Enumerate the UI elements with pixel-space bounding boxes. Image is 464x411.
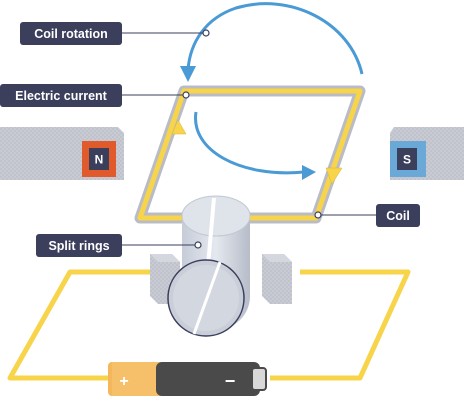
- coil-label: Coil: [386, 209, 410, 223]
- north-magnet: N: [0, 127, 124, 180]
- north-pole-label: N: [95, 153, 104, 167]
- south-pole-label: S: [403, 153, 411, 167]
- circuit-wire: [7, 269, 411, 381]
- label-electric-current: Electric current: [0, 84, 190, 107]
- battery: + −: [108, 362, 267, 396]
- split-rings-label: Split rings: [48, 239, 109, 253]
- coil-rotation-label: Coil rotation: [34, 27, 108, 41]
- rotation-arrowhead-inner-icon: [302, 165, 316, 180]
- label-split-rings: Split rings: [36, 234, 202, 257]
- battery-negative-label: −: [225, 371, 236, 391]
- rotation-arrowhead-icon: [180, 66, 196, 82]
- rotation-arrow-top: [180, 2, 364, 82]
- coil: [134, 85, 366, 224]
- label-coil: Coil: [314, 204, 420, 227]
- label-coil-rotation: Coil rotation: [20, 22, 210, 45]
- current-arrowhead-down-icon: [325, 167, 343, 185]
- battery-positive-label: +: [119, 373, 128, 390]
- north-pole-badge: [89, 148, 109, 170]
- south-magnet: S: [390, 127, 464, 180]
- rotation-arrow-inner: [194, 111, 316, 180]
- electric-current-label: Electric current: [15, 89, 108, 103]
- south-pole-badge: [397, 148, 417, 170]
- current-arrowhead-up-icon: [171, 119, 187, 135]
